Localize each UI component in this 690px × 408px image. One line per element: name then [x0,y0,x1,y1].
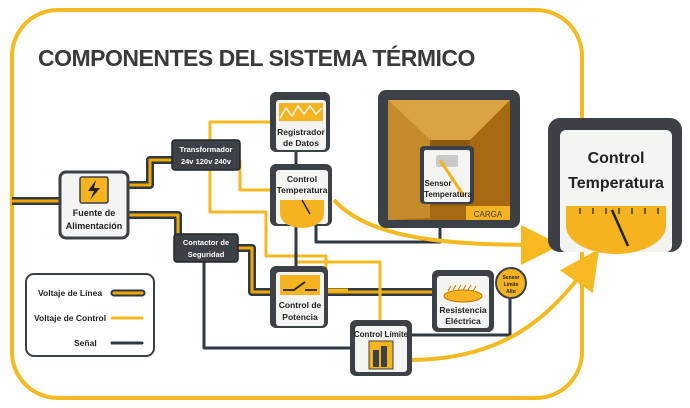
large-gauge-icon [566,206,666,254]
contactor-label-2: Seguridad [188,250,225,259]
power-control-label-1: Control de [279,300,322,310]
transformer-label-1: Transformador [180,145,233,154]
oven-sensor-label-1: Sensor [424,179,451,188]
power-source-node: Fuente de Alimentación [58,170,130,240]
safety-contactor-node: Contactor de Seguridad [173,233,239,263]
temp-control-large-label-1: Control [588,150,645,167]
chart-icon [279,103,323,121]
signal-wires [202,150,512,350]
limit-control-node: Control Límite [350,320,412,376]
legend: Voltaje de Línea Voltaje de Control Seña… [25,273,155,357]
temp-control-large-label-2: Temperatura [568,175,664,192]
legend-label-signal: Señal [74,338,97,348]
temp-control-large-node: Control Temperatura [548,118,682,254]
load-label: CARGA [474,210,503,219]
transformer-node: Transformador 24v 120v 240v [171,139,241,171]
power-control-label-2: Potencia [282,312,318,322]
high-limit-sensor-node: Sensor Límite Alto [495,267,527,299]
heater-label-1: Resistencia [439,305,487,315]
legend-label-line-voltage: Voltaje de Línea [38,288,102,298]
diagram-title: COMPONENTES DEL SISTEMA TÉRMICO [38,44,475,71]
heater-coil-icon [443,289,483,303]
temp-control-small-label-1: Control [287,174,317,184]
oven-sensor: Sensor Temperatura [420,146,474,204]
gauge-icon [280,200,324,228]
limit-control-label: Control Límite [354,330,409,339]
data-logger-node: Registrador de Datos [270,92,330,152]
high-limit-label-2: Límite [504,282,519,288]
power-source-label-2: Alimentación [66,221,123,231]
temp-control-small-node: Control Temperatura [270,164,332,228]
load-box [466,206,510,220]
temp-control-small-label-2: Temperatura [277,185,328,195]
power-source-label-1: Fuente de [73,208,116,218]
oven-node: CARGA Sensor Temperatura [378,90,520,228]
legend-label-control-voltage: Voltaje de Control [34,313,106,323]
data-logger-label-1: Registrador [277,127,325,137]
high-limit-label-3: Alto [506,289,516,295]
heater-label-2: Eléctrica [445,316,481,326]
arrow-limit-to-large-control [409,248,600,362]
electric-heater-node: Resistencia Eléctrica [432,270,494,332]
data-logger-label-2: de Datos [283,138,319,148]
high-limit-label-1: Sensor [503,275,520,281]
arrow-to-large-control [332,198,561,265]
power-control-node: Control de Potencia [270,266,328,328]
transformer-label-2: 24v 120v 240v [181,157,232,166]
oven-sensor-label-2: Temperatura [424,190,472,199]
contactor-label-1: Contactor de [183,238,229,247]
